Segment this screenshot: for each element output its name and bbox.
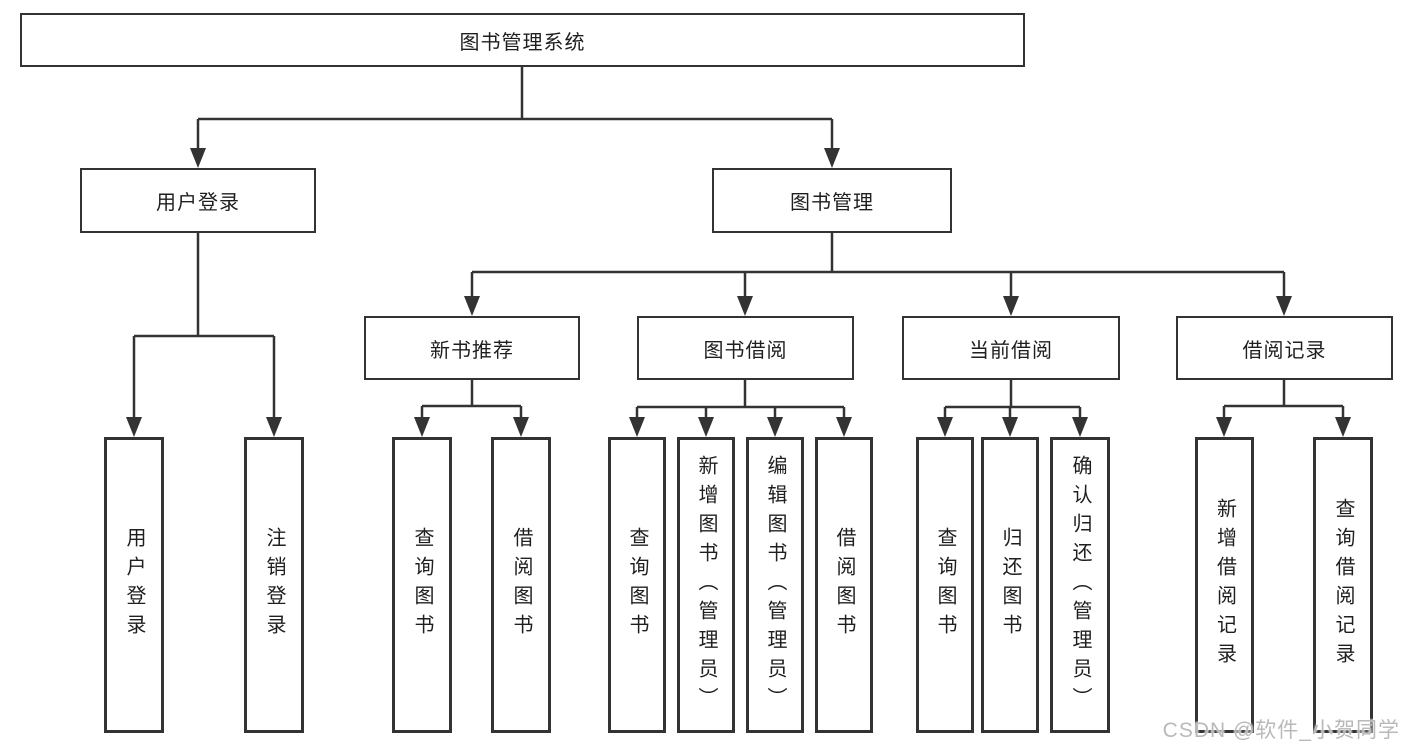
leaf-return-book: 归还图书 — [981, 437, 1039, 733]
node-user-login: 用户登录 — [80, 168, 316, 233]
connector-book-management-split — [464, 233, 1292, 316]
leaf-add-borrow-record-label: 新增借阅记录 — [1213, 498, 1236, 672]
leaf-user-login: 用户登录 — [104, 437, 164, 733]
node-current-borrow-label: 当前借阅 — [969, 339, 1053, 362]
leaf-query-borrow-record-label: 查询借阅记录 — [1332, 498, 1354, 672]
leaf-borrow-books-2: 借阅图书 — [815, 437, 873, 733]
leaf-query-books-2-label: 查询图书 — [626, 527, 648, 643]
node-book-management: 图书管理 — [712, 168, 952, 233]
leaf-add-borrow-record: 新增借阅记录 — [1195, 437, 1254, 733]
node-new-book-recommend-label: 新书推荐 — [430, 339, 514, 362]
leaf-borrow-books-2-label: 借阅图书 — [833, 527, 855, 643]
leaf-borrow-books-1: 借阅图书 — [491, 437, 551, 733]
leaf-edit-book-admin-label: 编辑图书（管理员） — [764, 454, 786, 716]
leaf-query-books-1-label: 查询图书 — [411, 527, 433, 643]
leaf-borrow-books-1-label: 借阅图书 — [510, 527, 532, 643]
node-root: 图书管理系统 — [20, 13, 1025, 67]
node-book-management-label: 图书管理 — [790, 192, 874, 214]
connector-current-borrow-split — [937, 380, 1088, 437]
node-borrow-record: 借阅记录 — [1176, 316, 1393, 380]
node-new-book-recommend: 新书推荐 — [364, 316, 580, 380]
leaf-confirm-return-admin-label: 确认归还（管理员） — [1069, 454, 1091, 716]
node-user-login-label: 用户登录 — [156, 192, 240, 214]
leaf-query-books-2: 查询图书 — [608, 437, 666, 733]
leaf-logout-label: 注销登录 — [263, 527, 285, 643]
connector-book-borrow-split — [629, 380, 852, 437]
node-book-borrow: 图书借阅 — [637, 316, 854, 380]
connector-borrow-record-split — [1216, 380, 1351, 437]
leaf-user-login-label: 用户登录 — [123, 527, 145, 643]
leaf-confirm-return-admin: 确认归还（管理员） — [1050, 437, 1110, 733]
node-current-borrow: 当前借阅 — [902, 316, 1120, 380]
leaf-add-book-admin-label: 新增图书（管理员） — [695, 454, 717, 716]
leaf-query-books-3-label: 查询图书 — [934, 527, 956, 643]
leaf-query-books-1: 查询图书 — [392, 437, 452, 733]
connector-user-login-split — [126, 233, 282, 437]
leaf-add-book-admin: 新增图书（管理员） — [677, 437, 735, 733]
csdn-watermark: CSDN @软件_小贺同学 — [1162, 719, 1400, 742]
connector-new-book-split — [414, 380, 529, 437]
leaf-return-book-label: 归还图书 — [999, 527, 1021, 643]
leaf-logout: 注销登录 — [244, 437, 304, 733]
node-borrow-record-label: 借阅记录 — [1242, 339, 1327, 362]
leaf-query-books-3: 查询图书 — [916, 437, 974, 733]
node-root-label: 图书管理系统 — [459, 31, 586, 54]
connector-root-split — [190, 67, 840, 168]
leaf-edit-book-admin: 编辑图书（管理员） — [746, 437, 804, 733]
node-book-borrow-label: 图书借阅 — [703, 339, 788, 362]
leaf-query-borrow-record: 查询借阅记录 — [1313, 437, 1373, 733]
